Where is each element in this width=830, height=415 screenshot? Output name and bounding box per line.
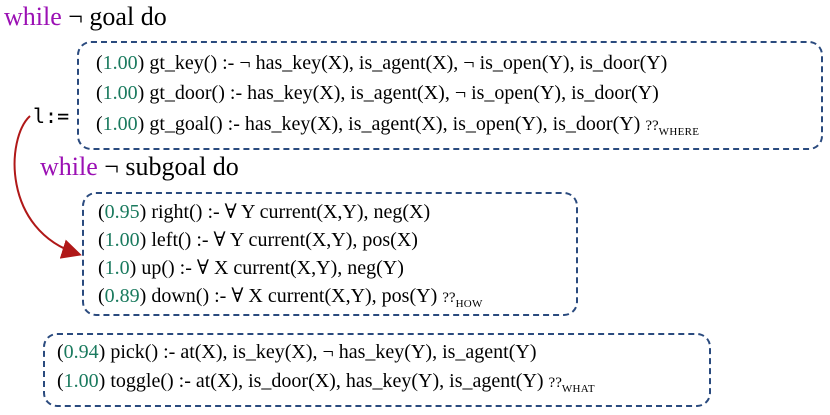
assign-label: l:= <box>33 104 70 128</box>
while-keyword: while <box>4 2 62 31</box>
action-rule: (0.94) pick() :- at(X), is_key(X), ¬ has… <box>57 341 537 363</box>
action-rules-box <box>43 333 711 407</box>
move-rules-box <box>82 192 578 316</box>
rule-text: up() :- ∀ X current(X,Y), neg(Y) <box>141 257 404 279</box>
inner-condition: ¬ subgoal do <box>104 152 239 181</box>
rule-weight: 1.00 <box>102 52 138 74</box>
rule-weight: 1.0 <box>104 257 130 279</box>
goal-rule: (1.00) gt_goal() :- has_key(X), is_agent… <box>96 113 700 138</box>
move-rule: (0.95) right() :- ∀ Y current(X,Y), neg(… <box>98 201 431 223</box>
rule-text: toggle() :- at(X), is_door(X), has_key(Y… <box>110 370 544 392</box>
rule-weight: 0.89 <box>104 285 140 307</box>
rule-text: left() :- ∀ Y current(X,Y), pos(X) <box>151 229 418 251</box>
inner-while-header: while ¬ subgoal do <box>40 152 239 182</box>
rule-text: pick() :- at(X), is_key(X), ¬ has_key(Y)… <box>110 341 537 363</box>
rule-weight: 1.00 <box>102 113 138 135</box>
what-tag: ??WHAT <box>548 375 595 395</box>
outer-condition: ¬ goal do <box>68 2 167 31</box>
rule-weight: 1.00 <box>104 229 140 251</box>
rule-text: gt_key() :- ¬ has_key(X), is_agent(X), ¬… <box>149 52 668 74</box>
rule-text: down() :- ∀ X current(X,Y), pos(Y) <box>151 285 438 307</box>
how-tag: ??HOW <box>442 290 483 310</box>
goal-rules-box <box>77 41 823 150</box>
action-rule: (1.00) toggle() :- at(X), is_door(X), ha… <box>57 370 595 395</box>
rule-text: right() :- ∀ Y current(X,Y), neg(X) <box>151 201 431 223</box>
rule-weight: 0.94 <box>63 341 99 363</box>
move-rule: (1.00) left() :- ∀ Y current(X,Y), pos(X… <box>98 229 418 251</box>
goal-rule: (1.00) gt_key() :- ¬ has_key(X), is_agen… <box>96 52 668 74</box>
rule-weight: 1.00 <box>102 82 138 104</box>
rule-text: gt_door() :- has_key(X), is_agent(X), ¬ … <box>149 82 659 104</box>
where-tag: ??WHERE <box>645 118 700 138</box>
rule-weight: 0.95 <box>104 201 140 223</box>
goal-rule: (1.00) gt_door() :- has_key(X), is_agent… <box>96 82 659 104</box>
rule-weight: 1.00 <box>63 370 99 392</box>
rule-text: gt_goal() :- has_key(X), is_agent(X), is… <box>149 113 641 135</box>
arrow-path <box>13 115 82 259</box>
outer-while-header: while ¬ goal do <box>4 2 167 32</box>
move-rule: (1.0) up() :- ∀ X current(X,Y), neg(Y) <box>98 257 404 279</box>
while-keyword: while <box>40 152 98 181</box>
move-rule: (0.89) down() :- ∀ X current(X,Y), pos(Y… <box>98 285 483 310</box>
